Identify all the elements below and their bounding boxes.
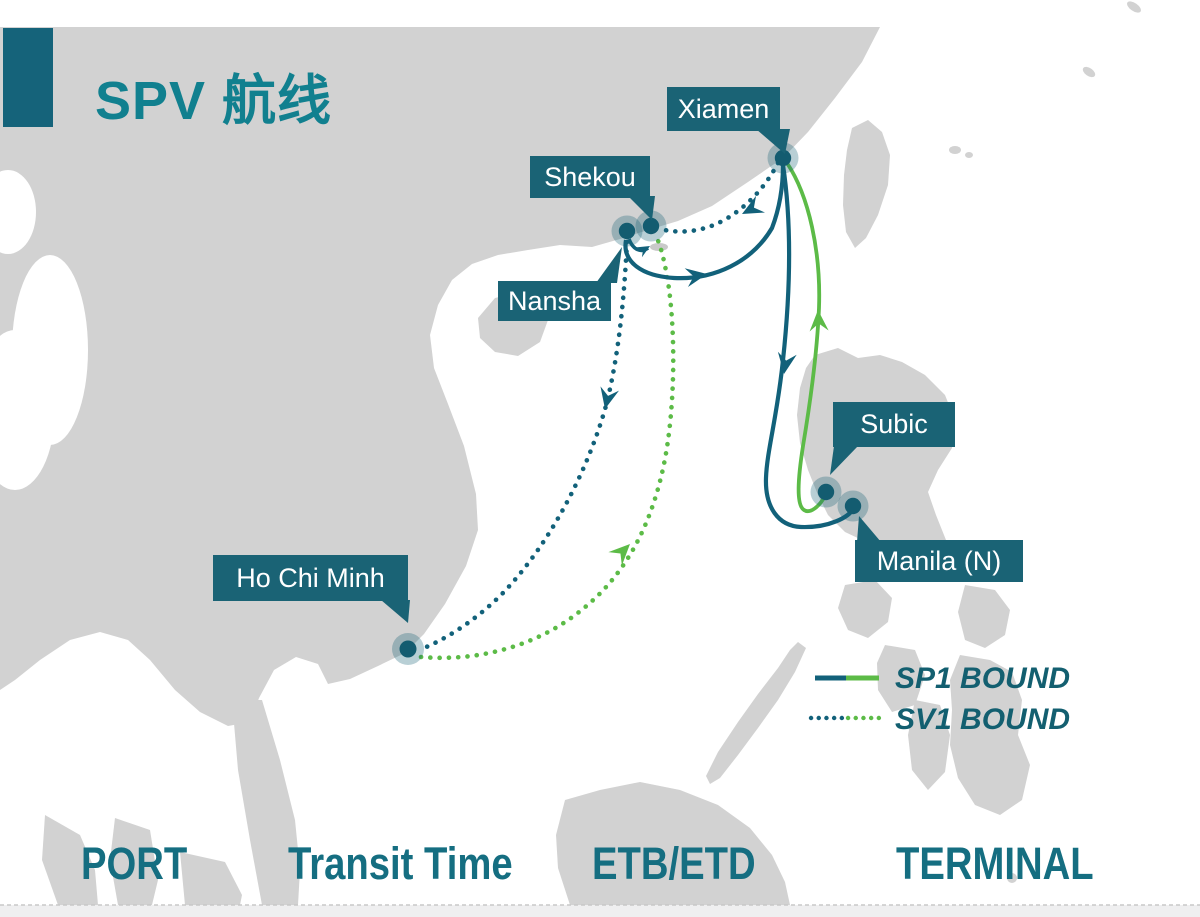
route-sv1-hochiminh-shekou bbox=[418, 233, 676, 661]
port-label-hochiminh: Ho Chi Minh bbox=[213, 555, 408, 601]
arrow-sp1-east bbox=[684, 268, 707, 288]
arrow-sp1-south bbox=[777, 351, 797, 374]
column-header-terminal: TERMINAL bbox=[896, 838, 1094, 889]
arrow-sp1-north bbox=[809, 310, 829, 332]
island-palawan bbox=[706, 642, 806, 784]
port-label-nansha: Nansha bbox=[498, 281, 611, 321]
port-markers bbox=[392, 142, 869, 665]
tail-subic bbox=[830, 446, 858, 475]
island-mindoro bbox=[838, 580, 892, 638]
column-header-transit-time: Transit Time bbox=[288, 838, 513, 889]
footer-strip bbox=[0, 905, 1200, 917]
bay-cutout bbox=[0, 330, 55, 490]
landmass-mainland bbox=[0, 27, 880, 726]
island-mindanao bbox=[950, 655, 1030, 815]
islet bbox=[1127, 1, 1141, 13]
island-samar bbox=[958, 585, 1010, 648]
islet bbox=[965, 152, 973, 158]
port-marker-shekou bbox=[635, 210, 667, 242]
landmass-peninsula bbox=[232, 700, 300, 905]
legend-label-sp1: SP1 BOUND bbox=[895, 662, 1071, 695]
bay-cutout bbox=[0, 170, 36, 254]
island-panay bbox=[877, 645, 925, 712]
island-taiwan bbox=[843, 120, 890, 248]
route-sp1-subic-xiamen bbox=[785, 161, 827, 513]
tail-nansha bbox=[596, 247, 622, 283]
islet-hongkong bbox=[650, 243, 668, 251]
port-label-shekou: Shekou bbox=[530, 156, 650, 198]
islet bbox=[1082, 66, 1096, 78]
arrow-sv1-north bbox=[608, 544, 630, 566]
tail-manila bbox=[857, 516, 881, 542]
port-label-xiamen: Xiamen bbox=[667, 87, 780, 131]
port-marker-nansha bbox=[611, 215, 643, 247]
port-label-manila: Manila (N) bbox=[855, 540, 1023, 582]
tail-shekou bbox=[628, 196, 655, 220]
island-negros bbox=[908, 700, 950, 790]
arrow-sv1-west bbox=[742, 195, 766, 214]
port-marker-manila bbox=[837, 490, 869, 522]
island bbox=[42, 815, 98, 905]
column-header-port: PORT bbox=[81, 838, 188, 889]
route-arrows bbox=[600, 195, 829, 566]
route-sp1-nansha-xiamen bbox=[623, 164, 786, 281]
route-sv1-nansha-hochiminh bbox=[416, 239, 630, 653]
legend-line-samples bbox=[808, 675, 885, 721]
legend-label-sv1: SV1 BOUND bbox=[895, 703, 1071, 736]
label-tails bbox=[381, 129, 881, 623]
arrow-local-loop bbox=[636, 246, 650, 258]
arrow-sv1-south bbox=[600, 386, 619, 409]
page-title: SPV 航线 bbox=[95, 71, 333, 131]
route-sv1-xiamen-shekou bbox=[657, 160, 781, 234]
island-borneo bbox=[556, 782, 790, 905]
island bbox=[180, 852, 242, 905]
tail-hochiminh bbox=[381, 600, 410, 623]
port-marker-subic bbox=[810, 476, 842, 508]
tail-xiamen bbox=[756, 129, 790, 154]
title-accent-bar bbox=[3, 28, 53, 127]
island bbox=[110, 818, 158, 905]
column-header-etb-etd: ETB/ETD bbox=[592, 838, 756, 889]
islet bbox=[949, 146, 961, 154]
port-marker-hochiminh bbox=[392, 633, 424, 665]
port-label-subic: Subic bbox=[833, 402, 955, 447]
port-marker-xiamen bbox=[767, 142, 799, 174]
route-sp1-xiamen-manila bbox=[763, 164, 855, 530]
islet bbox=[1007, 873, 1017, 883]
